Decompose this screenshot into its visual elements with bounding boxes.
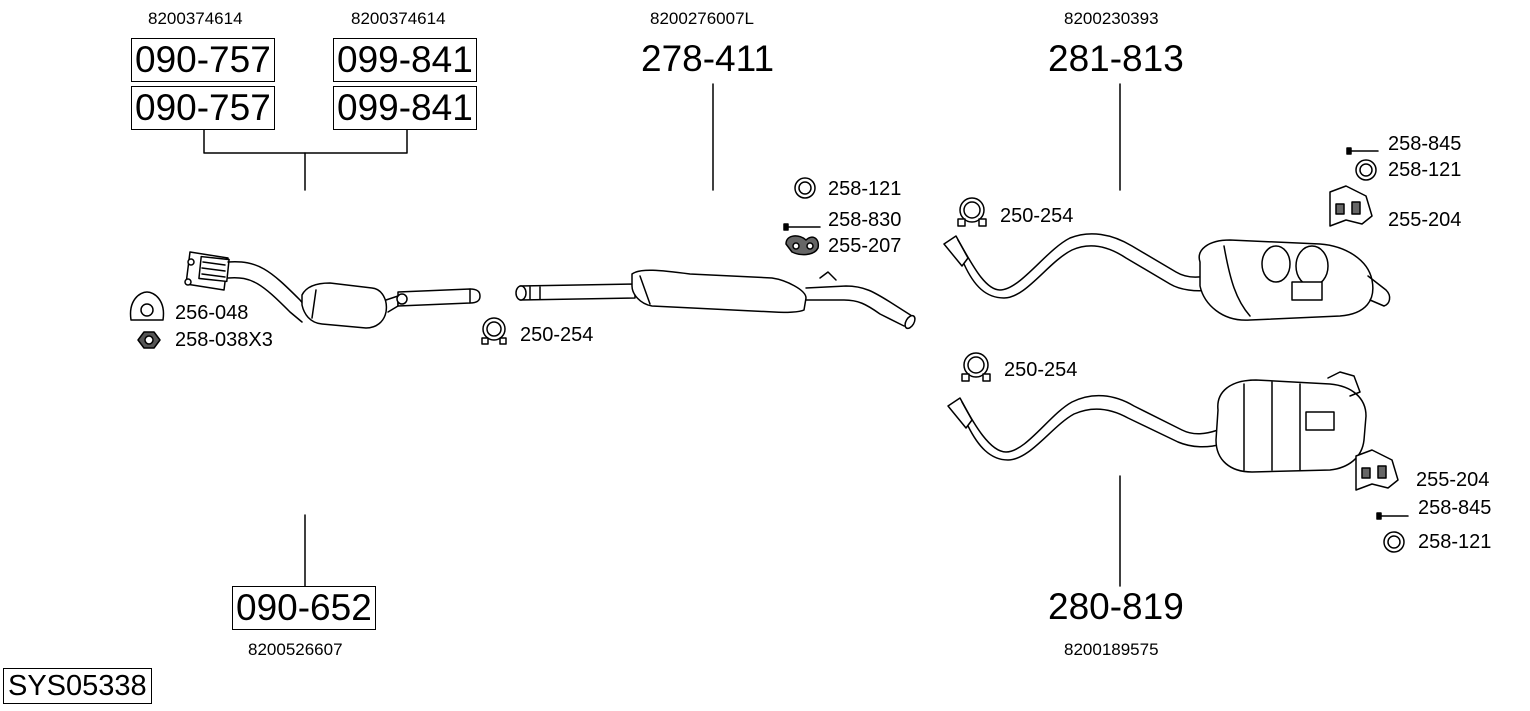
fitting-label-255-204-lower[interactable]: 255-204 — [1416, 469, 1490, 491]
ring-258-121-mid-icon — [794, 177, 816, 199]
bolt-258-845-upper-icon — [1346, 147, 1379, 155]
fitting-label-258-121-upper[interactable]: 258-121 — [1388, 159, 1462, 181]
fitting-label-256-048[interactable]: 256-048 — [175, 302, 249, 324]
mount-255-204-upper-icon — [1329, 185, 1373, 227]
bolt-258-830-icon — [783, 223, 821, 231]
clamp-250-254-upper-icon — [957, 197, 987, 227]
fitting-label-255-207[interactable]: 255-207 — [828, 235, 902, 257]
oem-number-090-757: 8200374614 — [148, 9, 243, 28]
clamp-250-254-lower-icon — [961, 352, 991, 382]
part-number-090-652[interactable]: 090-652 — [232, 586, 376, 630]
mount-255-207-icon — [785, 235, 820, 256]
oem-number-281-813: 8200230393 — [1064, 9, 1159, 28]
oem-number-280-819: 8200189575 — [1064, 640, 1159, 659]
rear-silencer-280-819-drawing — [947, 371, 1367, 473]
leader-lines — [203, 83, 1121, 589]
fitting-label-258-845-upper[interactable]: 258-845 — [1388, 133, 1462, 155]
part-number-278-411[interactable]: 278-411 — [641, 38, 775, 79]
fitting-label-250-254-front[interactable]: 250-254 — [520, 324, 594, 346]
part-number-099-841-a[interactable]: 099-841 — [333, 38, 477, 82]
fitting-label-258-121-lower[interactable]: 258-121 — [1418, 531, 1492, 553]
part-number-280-819[interactable]: 280-819 — [1048, 586, 1184, 627]
front-pipe-catalyst-drawing — [184, 251, 481, 329]
fitting-label-258-830[interactable]: 258-830 — [828, 209, 902, 231]
fitting-label-258-038x3[interactable]: 258-038X3 — [175, 329, 273, 351]
fitting-label-258-845-lower[interactable]: 258-845 — [1418, 497, 1492, 519]
ring-258-121-lower-icon — [1383, 531, 1405, 553]
rear-silencer-281-813-drawing — [943, 233, 1391, 321]
system-code: SYS05338 — [3, 668, 152, 704]
ring-258-121-upper-icon — [1355, 159, 1377, 181]
part-number-099-841-b[interactable]: 099-841 — [333, 86, 477, 130]
oem-number-090-652: 8200526607 — [248, 640, 343, 659]
nut-258-038-icon — [137, 331, 161, 349]
fitting-label-250-254-lower[interactable]: 250-254 — [1004, 359, 1078, 381]
fitting-label-250-254-upper[interactable]: 250-254 — [1000, 205, 1074, 227]
part-number-090-757-a[interactable]: 090-757 — [131, 38, 275, 82]
oem-number-099-841: 8200374614 — [351, 9, 446, 28]
fitting-label-258-121-mid[interactable]: 258-121 — [828, 178, 902, 200]
mount-255-204-lower-icon — [1355, 449, 1399, 491]
bolt-258-845-lower-icon — [1376, 512, 1409, 520]
gasket-256-048-icon — [129, 291, 165, 321]
middle-silencer-drawing — [515, 269, 916, 330]
part-number-281-813[interactable]: 281-813 — [1048, 38, 1184, 79]
oem-number-278-411: 8200276007L — [650, 9, 755, 28]
part-number-090-757-b[interactable]: 090-757 — [131, 86, 275, 130]
clamp-250-254-front-icon — [481, 317, 507, 345]
fitting-label-255-204-upper[interactable]: 255-204 — [1388, 209, 1462, 231]
